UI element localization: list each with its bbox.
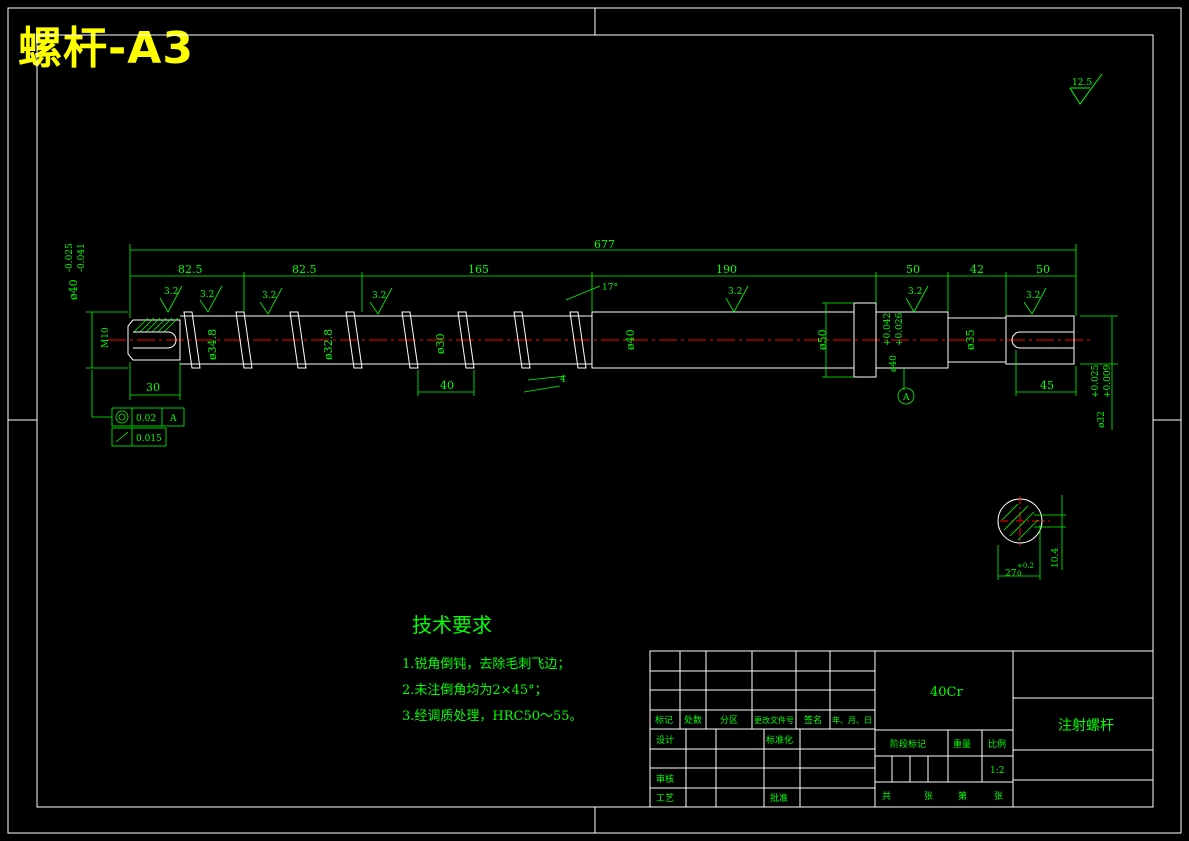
tech-req-item-2: 2.未注倒角均为2×45°； (402, 683, 548, 698)
root-diameter-1: ø34.8 (206, 329, 219, 360)
left-tol-lower: -0.041 (77, 243, 87, 272)
root-diameter-2: ø32.8 (322, 329, 335, 360)
flight-angle: 17° (602, 283, 618, 293)
col-count: 处数 (684, 714, 702, 726)
coaxiality-value: 0.02 (136, 414, 156, 424)
roughness-6: 3.2 (908, 287, 922, 297)
weight-label: 重量 (953, 738, 971, 750)
pitch: 40 (440, 379, 454, 392)
tolerance-frames (91, 370, 185, 447)
datum-label: A (902, 393, 910, 403)
part-name: 注射螺杆 (1058, 718, 1114, 734)
general-roughness-symbol: 12.5 (1069, 73, 1103, 105)
root-diameter-3: ø30 (434, 333, 447, 354)
page-no-label: 第 (958, 790, 967, 802)
roughness-5: 3.2 (728, 287, 742, 297)
screw-body (127, 302, 1075, 378)
tech-req-item-1: 1.锐角倒钝，去除毛刺飞边； (402, 657, 570, 672)
approve-label: 批准 (770, 792, 788, 804)
sheet-word-2: 张 (994, 791, 1003, 802)
drawing-title: 螺杆-A3 (18, 23, 194, 74)
end-diameter: ø32 (1097, 411, 1107, 428)
design-label: 设计 (656, 734, 674, 746)
scale-value: 1:2 (990, 766, 1004, 776)
sheet-frame (7, 7, 1182, 834)
tip-section-hatch (133, 317, 179, 333)
segment-1: 82.5 (178, 263, 203, 276)
vertical-dimension-texts: ø40 -0.025 -0.041 M10 ø34.8 ø32.8 ø30 ø4… (65, 243, 1113, 428)
end-tol-upper: +0.025 (1091, 364, 1101, 398)
keyway-section-view (997, 495, 1066, 580)
segment-3: 165 (468, 263, 489, 276)
coaxiality-datum: A (169, 414, 177, 424)
roughness-1: 3.2 (164, 287, 178, 297)
segment-2: 82.5 (292, 263, 317, 276)
roughness-3: 3.2 (262, 291, 276, 301)
title-block-texts: 40Cr 注射螺杆 标记 处数 分区 更改文件号 签名 年、月、日 设计 标准化… (655, 685, 1114, 804)
sheet-word: 张 (924, 791, 933, 802)
dimension-lines (86, 244, 1118, 430)
journal-tol-upper: +0.042 (883, 313, 893, 346)
material: 40Cr (930, 685, 963, 700)
col-date: 年、月、日 (832, 715, 872, 725)
review-label: 审核 (656, 773, 674, 785)
col-mark: 标记 (655, 714, 673, 726)
shaft-diameter: ø40 (624, 329, 637, 350)
thread-size: M10 (101, 327, 111, 348)
end-tol-lower: +0.009 (1103, 364, 1113, 398)
section-width-tol-lower: 0 (1017, 570, 1021, 578)
flight-width: 4 (560, 375, 566, 385)
tip-bore (133, 331, 177, 349)
tech-req-heading: 技术要求 (412, 613, 492, 637)
stage-mark-label: 阶段标记 (890, 738, 926, 750)
standardize-label: 标准化 (766, 734, 793, 746)
col-doc: 更改文件号 (754, 715, 794, 725)
local-roughness-symbols (159, 285, 1047, 315)
overall-length: 677 (594, 238, 615, 251)
keyway-length: 45 (1040, 379, 1054, 392)
segment-5: 50 (906, 263, 920, 276)
process-label: 工艺 (656, 793, 674, 804)
screw-flights (183, 311, 587, 369)
section-width-tol: +0.2 (1017, 562, 1034, 570)
tech-req-item-3: 3.经调质处理，HRC50～55。 (402, 709, 583, 724)
journal-tol-lower: +0.026 (895, 312, 905, 346)
tip-length: 30 (146, 381, 160, 394)
left-tol-upper: -0.025 (65, 243, 75, 272)
runout-value: 0.015 (136, 434, 162, 444)
segment-7: 50 (1036, 263, 1050, 276)
left-diameter: ø40 (67, 279, 80, 300)
section-width: 27 (1005, 569, 1017, 579)
general-roughness-value: 12.5 (1072, 78, 1092, 88)
col-zone: 分区 (720, 715, 738, 726)
scale-label: 比例 (988, 738, 1006, 750)
segment-6: 42 (970, 263, 984, 276)
col-sign: 签名 (804, 714, 822, 726)
total-label: 共 (882, 791, 891, 802)
section-depth: 10.4 (1051, 548, 1061, 568)
roughness-4: 3.2 (372, 291, 386, 301)
technical-requirements: 技术要求 1.锐角倒钝，去除毛刺飞边； 2.未注倒角均为2×45°； 3.经调质… (402, 613, 583, 724)
neck-diameter: ø35 (964, 329, 977, 350)
roughness-2: 3.2 (200, 290, 214, 300)
segment-4: 190 (716, 263, 737, 276)
collar-diameter: ø50 (816, 329, 829, 350)
title-block (649, 650, 1154, 808)
roughness-7: 3.2 (1026, 291, 1040, 301)
journal-diameter: ø40 (889, 355, 899, 372)
